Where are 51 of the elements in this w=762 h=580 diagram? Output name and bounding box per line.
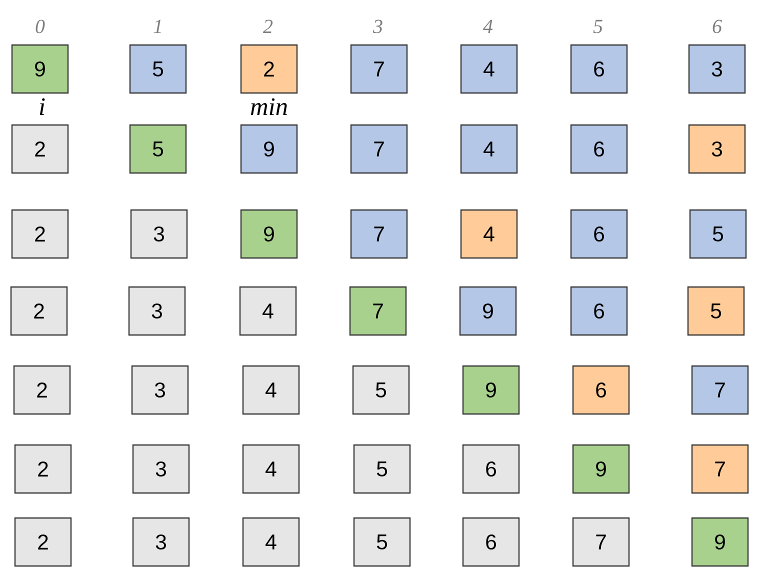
array-box: 2	[14, 517, 72, 567]
array-box: 4	[242, 517, 300, 567]
array-box: 6	[570, 44, 628, 94]
array-box: 6	[572, 365, 630, 415]
array-box: 9	[11, 44, 69, 94]
array-box: 4	[460, 124, 518, 174]
array-box: 9	[240, 209, 298, 259]
array-box: 3	[688, 44, 746, 94]
array-box: 3	[132, 517, 190, 567]
array-box: 5	[129, 44, 187, 94]
array-box: 5	[687, 286, 745, 336]
array-box: 9	[459, 286, 517, 336]
array-box: 2	[13, 365, 71, 415]
array-box: 7	[350, 44, 408, 94]
array-box: 7	[691, 365, 749, 415]
array-box: 7	[350, 124, 408, 174]
array-box: 3	[132, 444, 190, 494]
array-box: 4	[460, 44, 518, 94]
array-box: 3	[130, 209, 188, 259]
array-box: 5	[689, 209, 747, 259]
array-box: 6	[570, 124, 628, 174]
array-box: 4	[239, 286, 297, 336]
array-box: 5	[353, 517, 411, 567]
array-box: 6	[462, 444, 520, 494]
array-box: 5	[129, 124, 187, 174]
array-box: 9	[572, 444, 630, 494]
array-box: 4	[242, 444, 300, 494]
array-box: 6	[570, 286, 628, 336]
array-box: 4	[460, 209, 518, 259]
array-box: 3	[131, 365, 189, 415]
array-box: 2	[14, 444, 72, 494]
array-box: 9	[691, 517, 749, 567]
array-box: 3	[128, 286, 186, 336]
array-box: 3	[688, 124, 746, 174]
array-box: 4	[242, 365, 300, 415]
array-box: 2	[11, 124, 69, 174]
array-box: 2	[11, 209, 69, 259]
array-box: 2	[10, 286, 68, 336]
array-box: 7	[350, 209, 408, 259]
array-box: 6	[570, 209, 628, 259]
array-box: 2	[240, 44, 298, 94]
array-box: 7	[349, 286, 407, 336]
array-box: 9	[462, 365, 520, 415]
array-box: 7	[572, 517, 630, 567]
array-box: 5	[352, 365, 410, 415]
array-box: 7	[691, 444, 749, 494]
array-box: 9	[240, 124, 298, 174]
pointer-label: min	[250, 98, 287, 115]
array-box: 5	[353, 444, 411, 494]
array-box: 6	[462, 517, 520, 567]
pointer-label: i	[40, 98, 45, 115]
